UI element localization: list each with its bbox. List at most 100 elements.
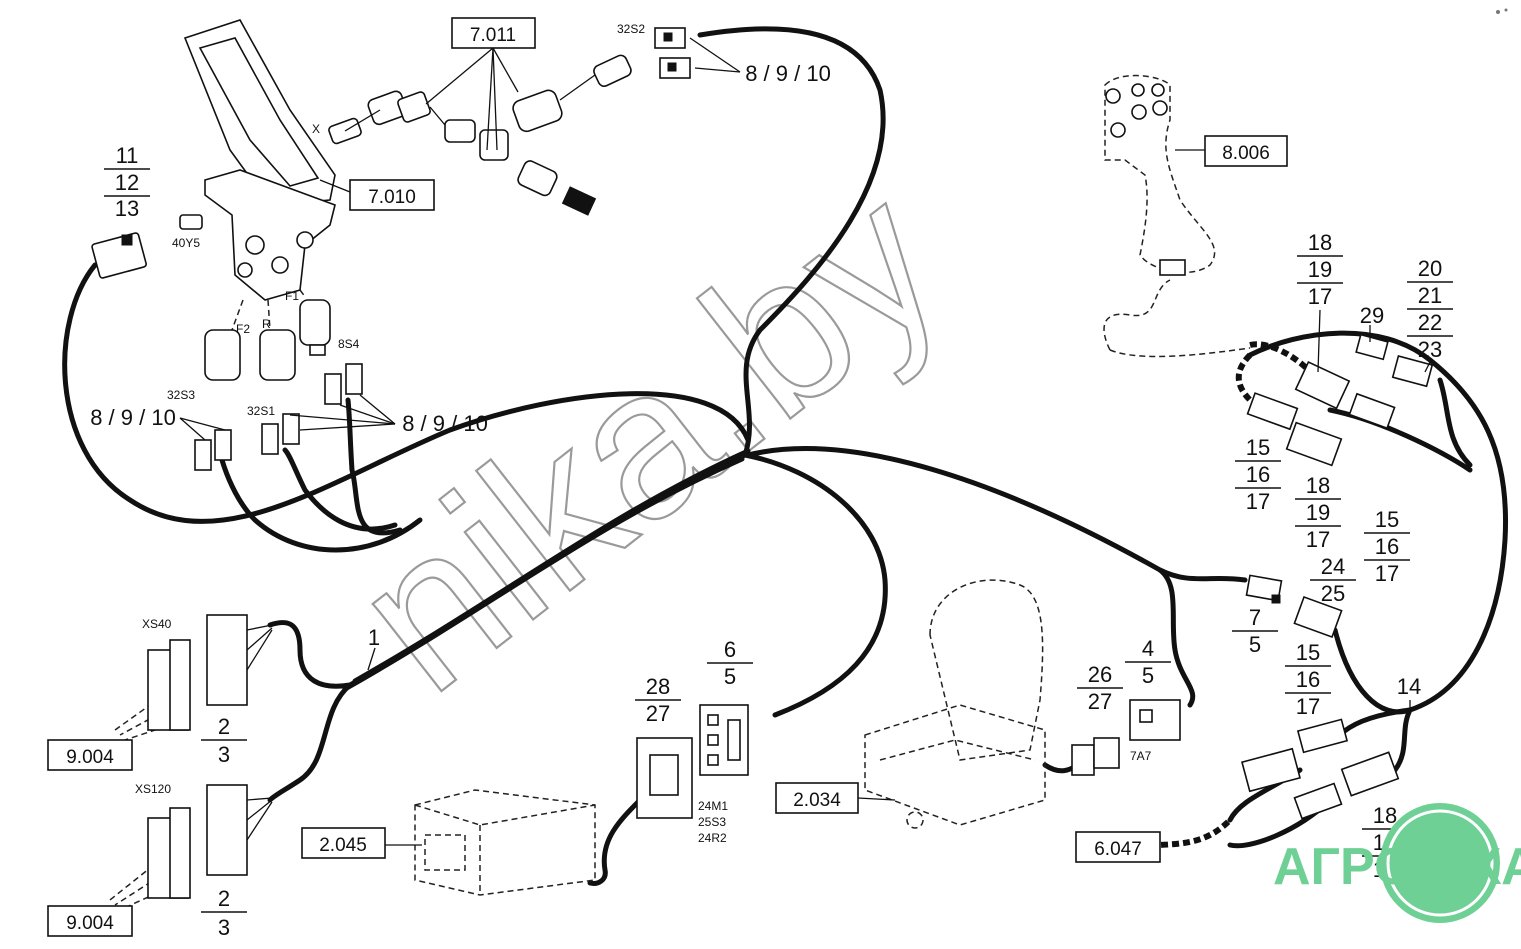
agro-nka-logo: АГРО-НКА xyxy=(1273,803,1521,923)
svg-text:14: 14 xyxy=(1397,674,1421,699)
component-7a7 xyxy=(1129,699,1181,741)
svg-text:40Y5: 40Y5 xyxy=(172,236,200,250)
svg-text:R: R xyxy=(262,317,271,331)
operator-seat xyxy=(857,579,1046,829)
svg-text:8 / 9 / 10: 8 / 9 / 10 xyxy=(745,61,831,86)
svg-text:5: 5 xyxy=(724,664,736,689)
ref-9-004-bottom[interactable]: 9.004 xyxy=(47,905,133,937)
corner-mark xyxy=(1496,8,1508,14)
svg-text:32S3: 32S3 xyxy=(167,388,195,402)
right-connectors xyxy=(1241,333,1434,820)
svg-text:25S3: 25S3 xyxy=(698,815,726,829)
svg-text:24R2: 24R2 xyxy=(698,831,727,845)
svg-text:15: 15 xyxy=(1375,507,1399,532)
fraction-28-27: 28 27 xyxy=(635,674,681,726)
svg-text:16: 16 xyxy=(1246,462,1270,487)
control-box xyxy=(385,789,596,896)
svg-text:2: 2 xyxy=(218,886,230,911)
svg-text:6: 6 xyxy=(724,637,736,662)
svg-text:6.047: 6.047 xyxy=(1094,839,1142,860)
fraction-24-25: 24 25 xyxy=(1310,554,1356,606)
svg-text:XS40: XS40 xyxy=(142,617,172,631)
svg-text:18: 18 xyxy=(1373,803,1397,828)
svg-text:1: 1 xyxy=(368,625,380,650)
connector-xs120 xyxy=(147,784,273,899)
svg-text:25: 25 xyxy=(1321,581,1345,606)
svg-text:18: 18 xyxy=(1306,473,1330,498)
svg-text:17: 17 xyxy=(1246,489,1270,514)
ref-9-004-top[interactable]: 9.004 xyxy=(47,739,133,771)
svg-text:F1: F1 xyxy=(285,289,299,303)
svg-text:7A7: 7A7 xyxy=(1130,749,1152,763)
svg-text:АГРО-НКА: АГРО-НКА xyxy=(1273,838,1521,896)
fraction-18-19-17-top: 18 19 17 xyxy=(1297,230,1343,309)
svg-text:4: 4 xyxy=(1142,636,1154,661)
svg-text:2.034: 2.034 xyxy=(793,790,841,811)
fraction-15-16-17-right: 15 16 17 xyxy=(1364,507,1410,586)
svg-text:5: 5 xyxy=(1249,632,1261,657)
ref-6-047[interactable]: 6.047 xyxy=(1075,831,1161,863)
svg-text:18: 18 xyxy=(1308,230,1332,255)
svg-text:27: 27 xyxy=(1088,689,1112,714)
svg-text:13: 13 xyxy=(115,196,139,221)
svg-text:9.004: 9.004 xyxy=(66,747,114,768)
connector-11-12-13 xyxy=(91,232,147,279)
fraction-7-5: 7 5 xyxy=(1232,605,1278,657)
svg-text:17: 17 xyxy=(1308,284,1332,309)
connector-28-27 xyxy=(636,737,693,819)
svg-text:19: 19 xyxy=(1306,500,1330,525)
fraction-15-16-17-lower: 15 16 17 xyxy=(1285,640,1331,719)
fraction-11-12-13: 11 12 13 xyxy=(104,143,150,221)
svg-text:XS120: XS120 xyxy=(135,782,171,796)
svg-text:8 / 9 / 10: 8 / 9 / 10 xyxy=(402,411,488,436)
svg-text:8.006: 8.006 xyxy=(1222,143,1270,164)
svg-text:7.010: 7.010 xyxy=(368,187,416,208)
svg-text:11: 11 xyxy=(116,143,139,168)
fraction-2-3-bottom: 2 3 xyxy=(201,886,247,940)
ref-2-034[interactable]: 2.034 xyxy=(775,782,859,814)
svg-text:17: 17 xyxy=(1306,527,1330,552)
leader-lines xyxy=(319,47,1431,712)
pressure-switches xyxy=(204,299,331,381)
connector-7-5 xyxy=(1245,574,1283,604)
svg-text:16: 16 xyxy=(1296,667,1320,692)
svg-text:9.004: 9.004 xyxy=(66,913,114,934)
fraction-20-21-22-23: 20 21 22 23 xyxy=(1407,256,1453,362)
fraction-4-5: 4 5 xyxy=(1125,636,1171,688)
fraction-26-27: 26 27 xyxy=(1077,662,1123,714)
fraction-18-19-17-mid: 18 19 17 xyxy=(1295,473,1341,552)
svg-text:8 / 9 / 10: 8 / 9 / 10 xyxy=(90,405,176,430)
svg-text:15: 15 xyxy=(1296,640,1320,665)
small-labels: 32S2 40Y5 X F2 R F1 8S4 32S3 32S1 XS40 X… xyxy=(135,22,1152,845)
item-numbers: 8 / 9 / 10 8 / 9 / 10 8 / 9 / 10 1 29 14 xyxy=(90,61,1421,699)
svg-text:15: 15 xyxy=(1246,435,1270,460)
svg-text:32S1: 32S1 xyxy=(247,404,275,418)
svg-text:2: 2 xyxy=(218,714,230,739)
svg-text:8S4: 8S4 xyxy=(338,337,360,351)
svg-text:X: X xyxy=(312,122,320,136)
connector-6-5 xyxy=(699,704,749,776)
fraction-15-16-17-upper: 15 16 17 xyxy=(1235,435,1281,514)
svg-text:7: 7 xyxy=(1249,605,1261,630)
harness-wires xyxy=(62,26,1509,886)
svg-text:22: 22 xyxy=(1418,310,1442,335)
connector-26-27 xyxy=(1071,737,1120,776)
pedal-valve xyxy=(179,19,336,301)
ref-8-006[interactable]: 8.006 xyxy=(1204,135,1288,167)
svg-text:23: 23 xyxy=(1418,337,1442,362)
connector-xs40 xyxy=(147,614,273,731)
ref-2-045[interactable]: 2.045 xyxy=(301,827,386,859)
svg-text:28: 28 xyxy=(646,674,670,699)
svg-text:24: 24 xyxy=(1321,554,1345,579)
svg-text:26: 26 xyxy=(1088,662,1112,687)
svg-text:2.045: 2.045 xyxy=(319,835,367,856)
connector-32s2 xyxy=(654,27,741,79)
svg-text:32S2: 32S2 xyxy=(617,22,645,36)
svg-text:3: 3 xyxy=(218,915,230,940)
svg-text:21: 21 xyxy=(1418,283,1442,308)
fraction-2-3-top: 2 3 xyxy=(201,714,247,767)
hydraulic-fittings xyxy=(328,54,632,216)
ref-7-010[interactable]: 7.010 xyxy=(349,179,435,211)
ref-7-011[interactable]: 7.011 xyxy=(451,17,536,49)
